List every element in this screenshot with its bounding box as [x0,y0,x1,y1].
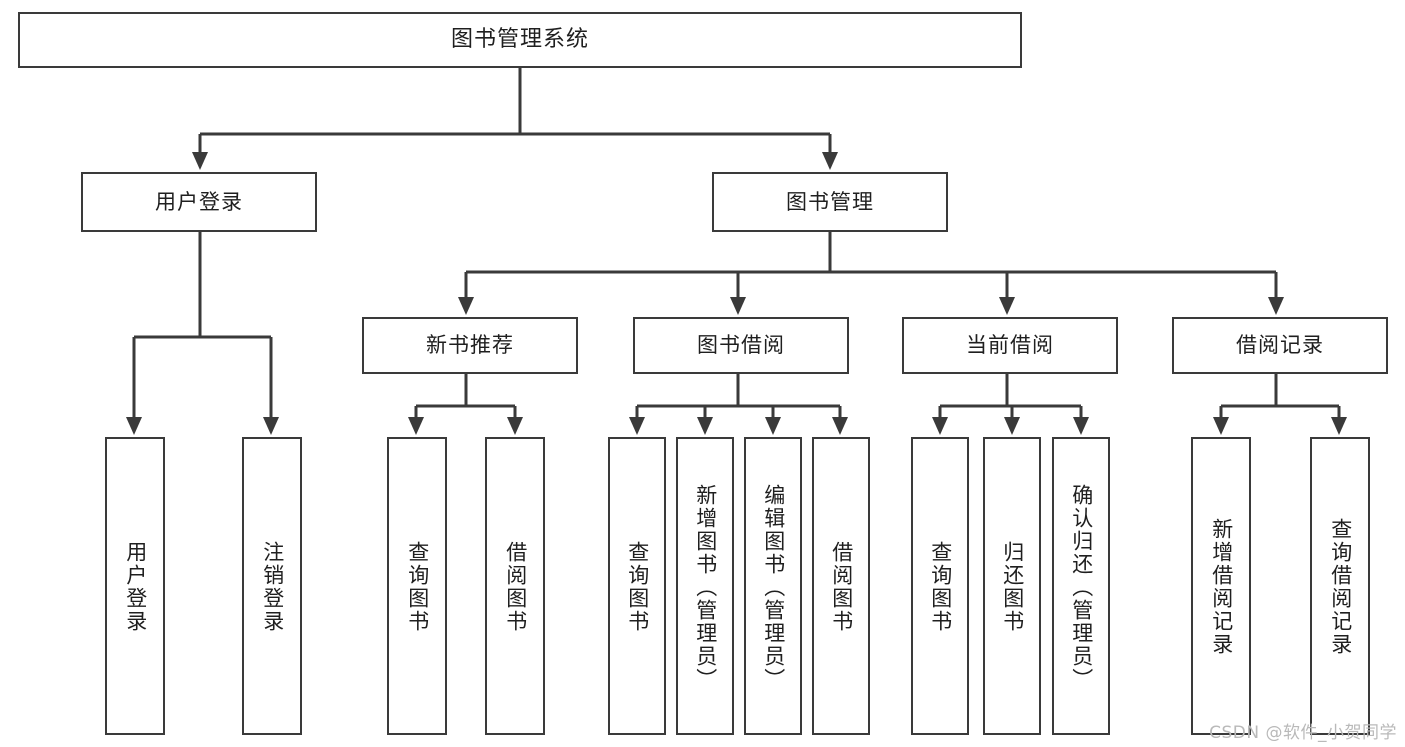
node-leaf-borrow-book-2-label: 借阅图书 [829,541,854,633]
node-leaf-query-book-3-label: 查询图书 [928,541,953,633]
node-book-borrow[interactable]: 图书借阅 [633,317,849,374]
node-leaf-add-borrow-record[interactable]: 新增借阅记录 [1191,437,1251,735]
node-leaf-edit-book-admin-label: 编辑图书（管理员） [761,483,786,691]
node-leaf-borrow-book-1[interactable]: 借阅图书 [485,437,545,735]
node-new-book-recommend[interactable]: 新书推荐 [362,317,578,374]
node-leaf-query-borrow-record[interactable]: 查询借阅记录 [1310,437,1370,735]
node-leaf-return-book-label: 归还图书 [1000,541,1025,633]
node-leaf-logout-login[interactable]: 注销登录 [242,437,302,735]
node-book-manage-label: 图书管理 [786,189,874,214]
csdn-watermark: CSDN @软件_小贺同学 [1209,723,1397,743]
node-leaf-confirm-return-admin-label: 确认归还（管理员） [1069,483,1094,691]
node-leaf-confirm-return-admin[interactable]: 确认归还（管理员） [1052,437,1110,735]
node-leaf-add-book-admin[interactable]: 新增图书（管理员） [676,437,734,735]
node-root[interactable]: 图书管理系统 [18,12,1022,68]
node-leaf-query-book-3[interactable]: 查询图书 [911,437,969,735]
node-root-label: 图书管理系统 [450,27,589,53]
node-leaf-return-book[interactable]: 归还图书 [983,437,1041,735]
node-borrow-record[interactable]: 借阅记录 [1172,317,1388,374]
node-leaf-edit-book-admin[interactable]: 编辑图书（管理员） [744,437,802,735]
node-leaf-user-login-label: 用户登录 [123,541,148,633]
node-leaf-query-book-2-label: 查询图书 [625,541,650,633]
node-leaf-query-book-1-label: 查询图书 [405,541,430,633]
node-book-manage[interactable]: 图书管理 [712,172,948,232]
node-current-borrow[interactable]: 当前借阅 [902,317,1118,374]
node-current-borrow-label: 当前借阅 [966,333,1054,358]
node-user-login[interactable]: 用户登录 [81,172,317,232]
node-leaf-query-book-2[interactable]: 查询图书 [608,437,666,735]
node-leaf-add-book-admin-label: 新增图书（管理员） [693,483,718,691]
node-user-login-label: 用户登录 [155,189,243,214]
node-leaf-borrow-book-2[interactable]: 借阅图书 [812,437,870,735]
node-leaf-query-book-1[interactable]: 查询图书 [387,437,447,735]
node-leaf-borrow-book-1-label: 借阅图书 [503,541,528,633]
node-new-book-recommend-label: 新书推荐 [426,333,514,358]
node-leaf-query-borrow-record-label: 查询借阅记录 [1328,518,1353,656]
node-book-borrow-label: 图书借阅 [697,333,785,358]
node-leaf-logout-login-label: 注销登录 [260,541,285,633]
node-borrow-record-label: 借阅记录 [1236,333,1324,358]
node-leaf-user-login[interactable]: 用户登录 [105,437,165,735]
node-leaf-add-borrow-record-label: 新增借阅记录 [1209,518,1234,656]
